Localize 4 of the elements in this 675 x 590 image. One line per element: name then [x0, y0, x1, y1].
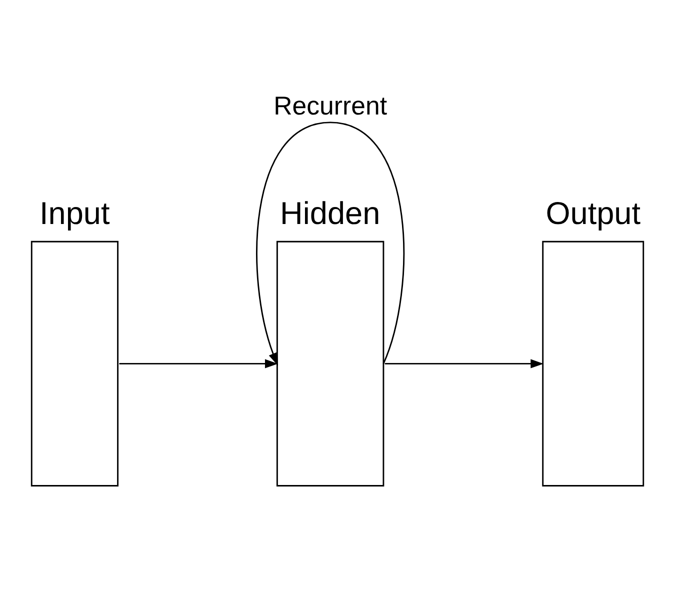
node-label: Input — [40, 194, 110, 230]
node-label: Hidden — [280, 194, 380, 230]
node-label: Output — [546, 194, 641, 230]
edge-label: Recurrent — [274, 92, 388, 120]
